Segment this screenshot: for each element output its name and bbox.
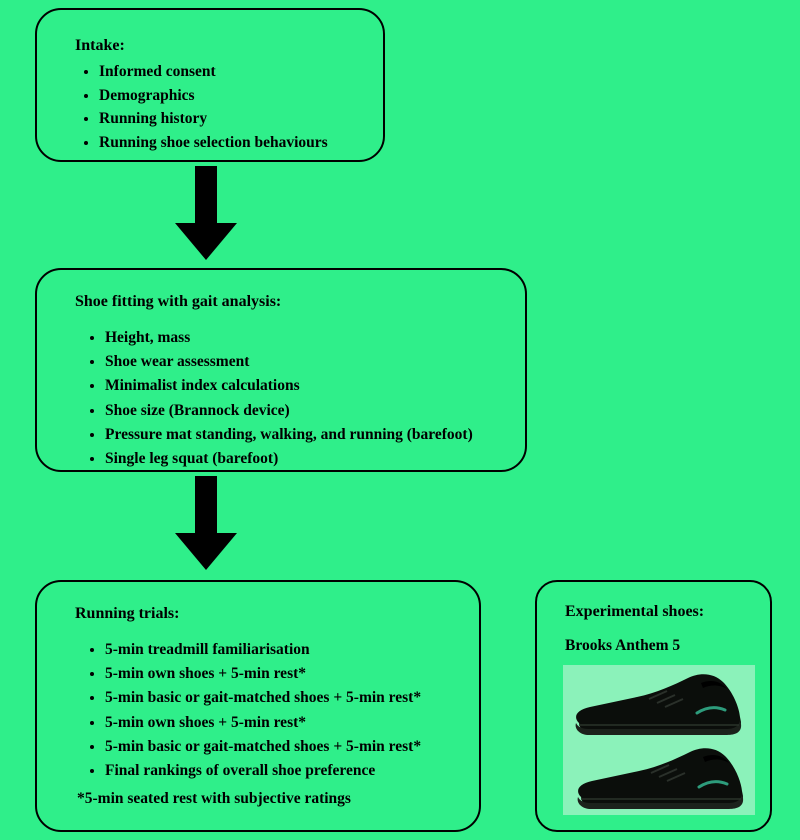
intake-list: Informed consent Demographics Running hi… (75, 62, 365, 153)
bullet-item: Final rankings of overall shoe preferenc… (105, 761, 461, 781)
running-shoes-image (574, 672, 745, 811)
bullet-item: 5-min treadmill familiarisation (105, 640, 461, 660)
bullet-item: Single leg squat (barefoot) (105, 449, 507, 469)
bullet-item: 5-min own shoes + 5-min rest* (105, 664, 461, 684)
flow-arrow-down-2 (175, 476, 237, 570)
shoe-fitting-list: Height, mass Shoe wear assessment Minima… (75, 328, 507, 469)
flow-box-experimental-shoes: Experimental shoes: Brooks Anthem 5 (535, 580, 772, 832)
rest-footnote: *5-min seated rest with subjective ratin… (77, 790, 351, 807)
shoe-model-name: Brooks Anthem 5 (565, 637, 681, 655)
flow-box-shoe-fitting: Shoe fitting with gait analysis: Height,… (35, 268, 527, 472)
shoe-photo-panel (563, 665, 755, 816)
intake-title: Intake: (75, 37, 125, 54)
flow-arrow-down-1 (175, 166, 237, 260)
experimental-shoes-title: Experimental shoes: (565, 603, 705, 620)
bullet-item: Height, mass (105, 328, 507, 348)
bullet-item: 5-min own shoes + 5-min rest* (105, 713, 461, 733)
shoe-fitting-title: Shoe fitting with gait analysis: (75, 293, 282, 310)
flow-box-running-trials: Running trials: 5-min treadmill familiar… (35, 580, 481, 832)
arrow-shaft (195, 476, 217, 533)
arrow-head-icon (175, 223, 237, 260)
running-trials-title: Running trials: (75, 605, 180, 622)
bullet-item: Informed consent (99, 62, 365, 82)
flow-box-intake: Intake: Informed consent Demographics Ru… (35, 8, 385, 162)
bullet-item: Shoe wear assessment (105, 352, 507, 372)
bullet-item: 5-min basic or gait-matched shoes + 5-mi… (105, 688, 461, 708)
bullet-item: Pressure mat standing, walking, and runn… (105, 425, 507, 445)
bullet-item: Minimalist index calculations (105, 376, 507, 396)
bullet-item: 5-min basic or gait-matched shoes + 5-mi… (105, 737, 461, 757)
bullet-item: Running shoe selection behaviours (99, 133, 365, 153)
bullet-item: Shoe size (Brannock device) (105, 401, 507, 421)
arrow-head-icon (175, 533, 237, 570)
arrow-shaft (195, 166, 217, 223)
bullet-item: Running history (99, 109, 365, 129)
running-trials-list: 5-min treadmill familiarisation 5-min ow… (75, 640, 461, 781)
bullet-item: Demographics (99, 86, 365, 106)
